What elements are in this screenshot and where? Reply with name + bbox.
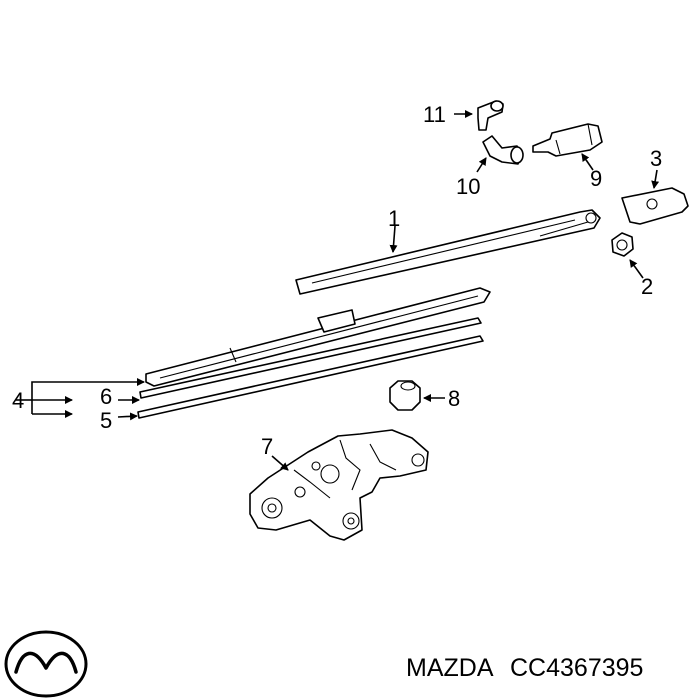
callout-4: 4 bbox=[12, 388, 24, 413]
callout-11: 11 bbox=[423, 102, 446, 127]
washer-hose-part bbox=[482, 135, 524, 165]
callout-5: 5 bbox=[100, 408, 112, 433]
washer-nozzle-part bbox=[532, 123, 603, 157]
leader-7 bbox=[271, 455, 289, 471]
leader-4-top bbox=[31, 378, 145, 400]
callout-1: 1 bbox=[388, 206, 400, 231]
grommet-part bbox=[389, 380, 421, 411]
nut-part bbox=[611, 232, 634, 257]
callout-2: 2 bbox=[641, 274, 653, 299]
leader-9 bbox=[581, 153, 594, 171]
leader-3 bbox=[651, 169, 660, 189]
wiper-motor-part bbox=[249, 429, 429, 541]
nozzle-elbow-part bbox=[477, 100, 504, 131]
leader-2 bbox=[629, 259, 644, 279]
wiper-blade-part bbox=[145, 287, 491, 387]
blade-refill-upper-part bbox=[139, 317, 482, 399]
leader-10 bbox=[476, 157, 487, 173]
callout-10: 10 bbox=[456, 174, 480, 199]
callout-6: 6 bbox=[100, 384, 112, 409]
callout-7: 7 bbox=[261, 434, 273, 459]
mazda-logo-icon bbox=[4, 630, 88, 698]
leader-1 bbox=[389, 225, 398, 253]
callout-3: 3 bbox=[650, 146, 662, 171]
brand-name: MAZDA bbox=[406, 654, 494, 682]
leader-5 bbox=[117, 412, 138, 421]
callout-9: 9 bbox=[590, 166, 602, 191]
wiper-arm-part bbox=[295, 209, 601, 295]
arm-cap-part bbox=[621, 187, 689, 225]
blade-refill-lower-part bbox=[137, 335, 484, 419]
part-number: CC4367395 bbox=[510, 654, 643, 682]
callout-8: 8 bbox=[448, 386, 460, 411]
